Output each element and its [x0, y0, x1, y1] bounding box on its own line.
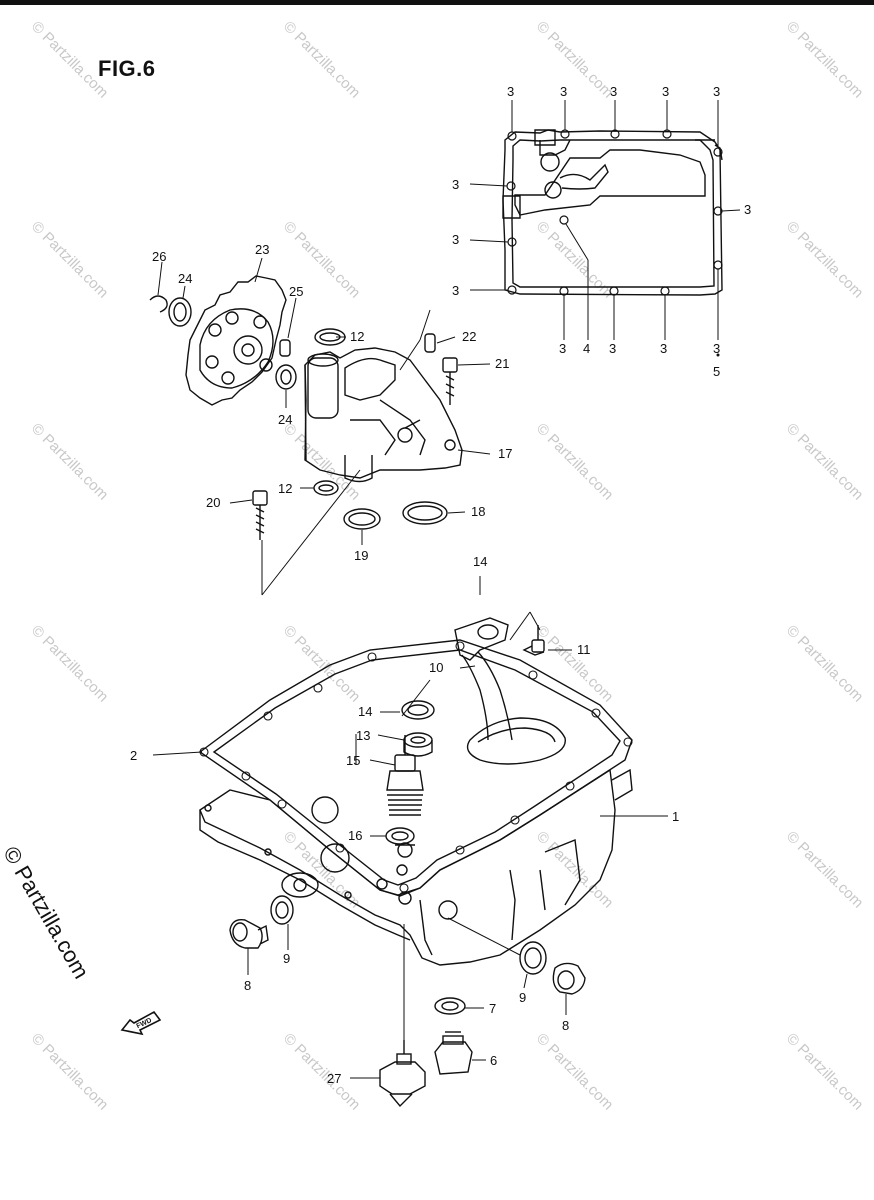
- callout-3: 3: [452, 177, 459, 192]
- callout-3: 3: [744, 202, 751, 217]
- callout-20: 20: [206, 495, 220, 510]
- callout-26: 26: [152, 249, 166, 264]
- washer: [168, 297, 192, 327]
- callout-7: 7: [489, 1001, 496, 1016]
- callout-3: 3: [560, 84, 567, 99]
- callout-16: 16: [348, 828, 362, 843]
- callout-21: 21: [495, 356, 509, 371]
- oring: [313, 480, 339, 496]
- pump-bolt: [442, 357, 458, 405]
- callout-3: 3: [610, 84, 617, 99]
- callout-14: 14: [473, 554, 487, 569]
- callout-22: 22: [462, 329, 476, 344]
- circlip: [149, 295, 168, 313]
- washer: [434, 997, 466, 1015]
- callout-3: 3: [713, 84, 720, 99]
- callout-3: 3: [452, 232, 459, 247]
- callout-4: 4: [583, 341, 590, 356]
- oil-strainer: [454, 617, 566, 765]
- oring: [343, 508, 381, 530]
- dowel-pin: [279, 339, 291, 357]
- callout-13: 13: [356, 728, 370, 743]
- oil-pan: [199, 768, 633, 966]
- callout-leaders: [152, 576, 668, 1079]
- dowel-pin: [424, 333, 436, 353]
- callout-2: 2: [130, 748, 137, 763]
- callout-14: 14: [358, 704, 372, 719]
- gasket-washer: [270, 895, 294, 925]
- callout-labels: 3 3 3 3 3 3 3 3 3 3 4 3 3 3 5 26 24 23 2…: [130, 84, 751, 1086]
- callout-5: 5: [713, 364, 720, 379]
- callout-24: 24: [278, 412, 292, 427]
- callout-3: 3: [609, 341, 616, 356]
- callout-12: 12: [278, 481, 292, 496]
- washer: [401, 700, 435, 720]
- oil-pan-gasket-lower: [198, 639, 633, 896]
- callout-24: 24: [178, 271, 192, 286]
- oil-pump-body: [304, 347, 463, 483]
- callout-9: 9: [519, 990, 526, 1005]
- callout-leaders: [157, 257, 491, 596]
- pan-bolt: [522, 625, 545, 656]
- oil-sensor: [379, 1040, 426, 1108]
- drain-plug: [229, 919, 269, 949]
- callout-3: 3: [452, 283, 459, 298]
- callout-23: 23: [255, 242, 269, 257]
- callout-8: 8: [244, 978, 251, 993]
- callout-18: 18: [471, 504, 485, 519]
- forward-arrow-icon: FWD: [120, 1010, 162, 1036]
- spacer: [403, 732, 433, 757]
- callout-25: 25: [289, 284, 303, 299]
- callout-3: 3: [713, 341, 720, 356]
- callout-leaders: [469, 100, 741, 357]
- oil-pump-gear: [185, 275, 287, 406]
- figure-title: FIG.6: [98, 56, 156, 81]
- callout-3: 3: [660, 341, 667, 356]
- gasket-washer: [519, 941, 547, 975]
- callout-11: 11: [577, 642, 591, 657]
- callout-27: 27: [327, 1071, 341, 1086]
- callout-10: 10: [429, 660, 443, 675]
- callout-8: 8: [562, 1018, 569, 1033]
- drain-plug: [552, 962, 586, 995]
- oil-filler-bolt: [434, 1031, 473, 1075]
- top-border: [0, 0, 874, 5]
- callout-19: 19: [354, 548, 368, 563]
- callout-12: 12: [350, 329, 364, 344]
- callout-1: 1: [672, 809, 679, 824]
- callout-3: 3: [559, 341, 566, 356]
- callout-3: 3: [507, 84, 514, 99]
- pump-bolt: [252, 490, 268, 540]
- callout-3: 3: [662, 84, 669, 99]
- washer: [275, 364, 297, 390]
- callout-15: 15: [346, 753, 360, 768]
- oring: [402, 501, 448, 525]
- callout-17: 17: [498, 446, 512, 461]
- callout-9: 9: [283, 951, 290, 966]
- washer: [385, 827, 415, 845]
- oil-pan-gasket: [502, 129, 723, 296]
- callout-6: 6: [490, 1053, 497, 1068]
